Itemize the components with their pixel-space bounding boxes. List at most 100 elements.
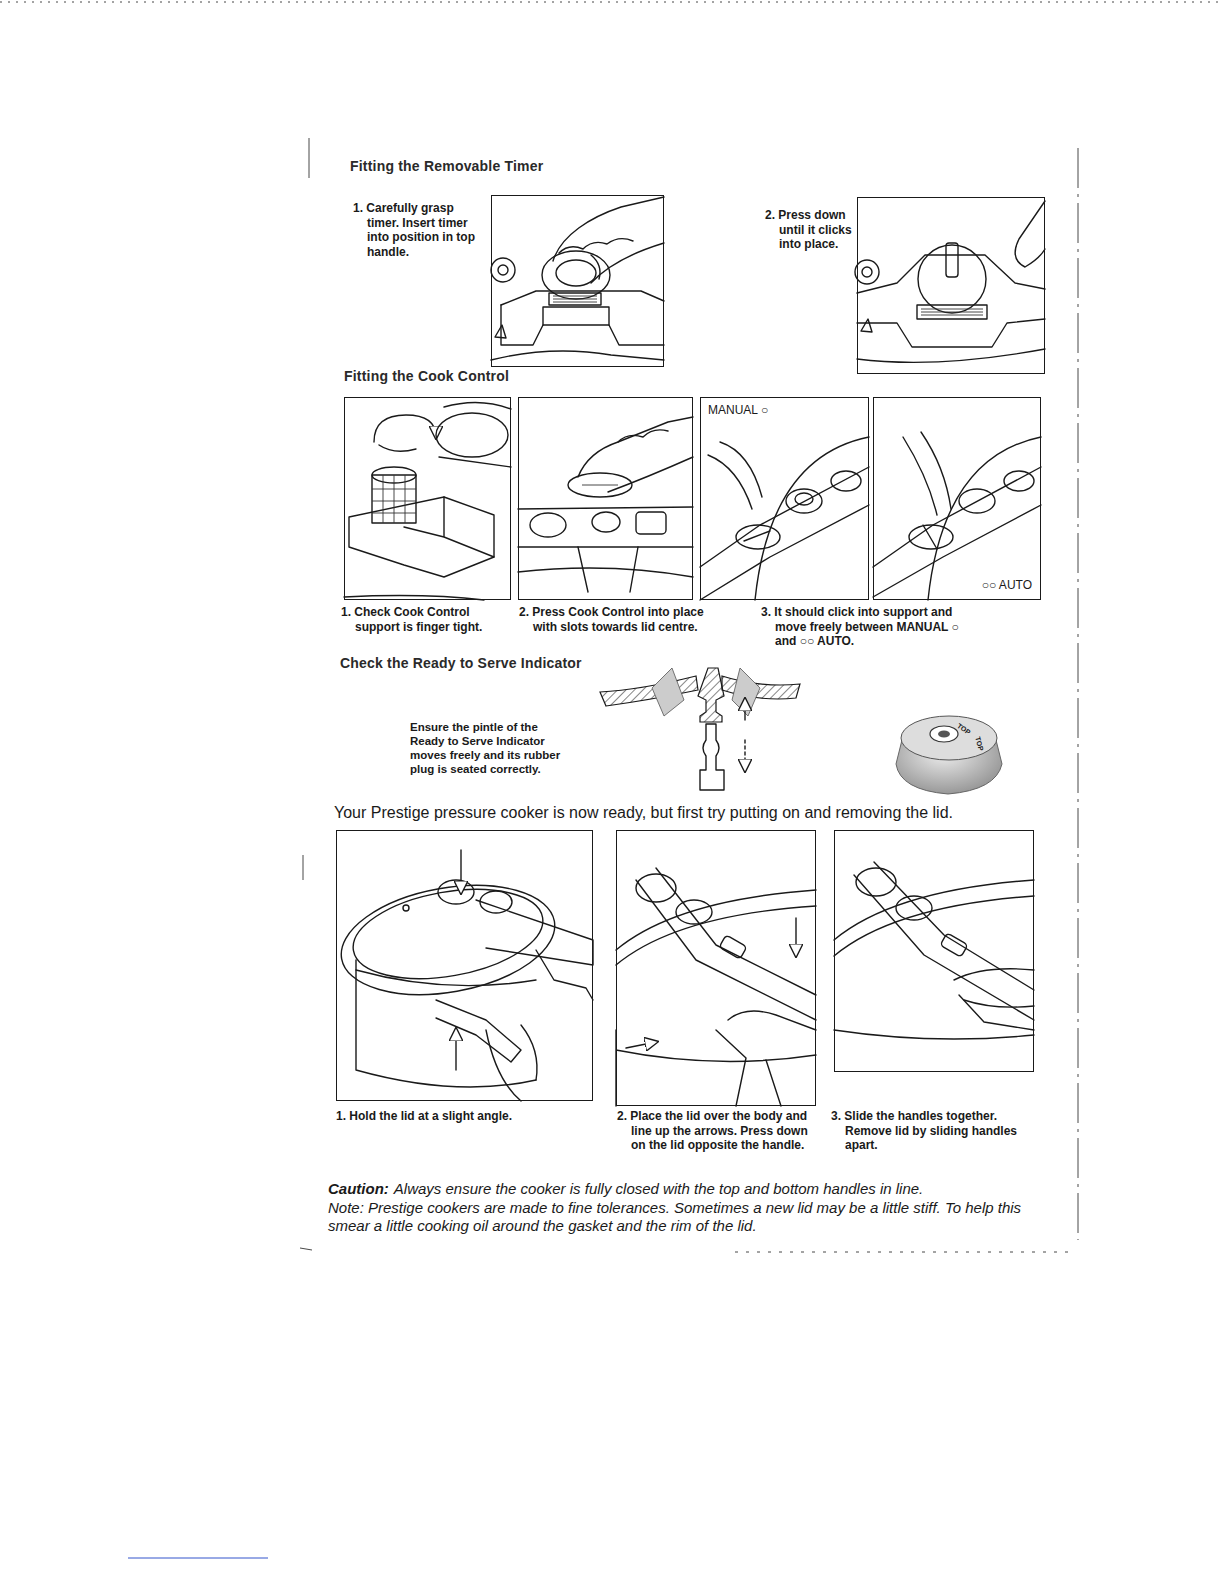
step-caption: 1. Carefully grasp timer. Insert timer i… xyxy=(353,201,487,260)
timer-insert-drawing-part xyxy=(491,351,664,360)
support-check-drawing-part xyxy=(404,497,494,557)
lid-angle-drawing-part xyxy=(346,876,550,992)
scan-marks-part xyxy=(1078,148,1079,1240)
timer-insert-drawing-part xyxy=(491,258,515,282)
timer-press-drawing-part xyxy=(921,309,983,315)
pintle-section-drawing-part xyxy=(652,668,684,716)
lid-angle-drawing xyxy=(333,850,593,1101)
dial-setting-label: MANUAL ○ xyxy=(706,403,770,418)
handles-slide-drawing-part xyxy=(834,1030,1034,1039)
manual-setting-panel: MANUAL ○3. It should click into support … xyxy=(700,397,869,600)
lid-place-drawing-part xyxy=(716,1030,781,1106)
caution-text: Always ensure the cooker is fully closed… xyxy=(394,1180,923,1198)
timer-insert-drawing xyxy=(491,197,664,360)
timer-insert-drawing-part xyxy=(591,243,664,283)
step-caption: 3. It should click into support and move… xyxy=(761,605,976,649)
lid-place-drawing-part xyxy=(676,900,712,924)
handles-slide-drawing-part xyxy=(959,995,1034,1030)
support-check-drawing-part xyxy=(349,497,494,577)
lid-place-drawing-part xyxy=(795,918,796,955)
handles-slide-drawing-part xyxy=(854,875,1034,1020)
lid-angle-drawing-part xyxy=(536,950,593,1000)
scan-marks-part xyxy=(300,1248,312,1250)
lid-angle-drawing-part xyxy=(486,1030,521,1101)
lid-angle-drawing-part xyxy=(438,880,474,904)
step-caption: 1. Hold the lid at a slight angle. xyxy=(336,1109,536,1124)
step-caption: 2. Press down until it clicks into place… xyxy=(765,208,857,252)
lid-place-drawing xyxy=(616,868,816,1106)
instruction-text: Ensure the pintle of the Ready to Serve … xyxy=(410,720,562,776)
manual-setting-drawing-part xyxy=(744,531,770,541)
support-check-drawing-part xyxy=(379,445,416,451)
timer-press-drawing xyxy=(855,201,1045,362)
handles-slide-drawing-part xyxy=(940,933,968,957)
timer-insert-drawing-part xyxy=(556,260,596,286)
timer-insert-drawing-part xyxy=(553,296,597,302)
timer-press-drawing-part xyxy=(857,349,1045,362)
note-text: Note: Prestige cookers are made to fine … xyxy=(328,1199,1043,1236)
scan-marks-part xyxy=(128,1558,268,1559)
timer-insert-drawing-part xyxy=(591,255,600,279)
lid-angle-drawing-part xyxy=(460,850,461,892)
section-heading: Fitting the Cook Control xyxy=(344,368,509,385)
lid-angle-drawing-part xyxy=(333,870,564,1010)
support-check-drawing-part xyxy=(436,413,508,457)
support-check-drawing-part xyxy=(372,475,416,523)
rubber-plug-drawing-part xyxy=(901,716,997,760)
lid-angle-drawing-part xyxy=(480,891,512,913)
section-heading: Check the Ready to Serve Indicator xyxy=(340,655,582,672)
timer-insert-drawing-part xyxy=(501,305,664,345)
manual-setting-drawing-part xyxy=(736,525,780,549)
handles-slide-drawing-part xyxy=(964,1000,1034,1007)
timer-insert-drawing-part xyxy=(495,325,506,338)
auto-setting-drawing-part xyxy=(909,525,953,549)
auto-setting-drawing-part xyxy=(923,525,937,549)
lid-angle-drawing-part xyxy=(356,970,536,986)
auto-setting-drawing-part xyxy=(959,489,995,513)
timer-insert-drawing-part xyxy=(542,251,610,299)
lid-angle-drawing-part xyxy=(403,905,409,911)
pintle-section-drawing-part xyxy=(600,676,698,706)
step-caption: 2. Press Cook Control into place with sl… xyxy=(519,605,729,634)
lid-angle-drawing-part xyxy=(476,900,593,965)
pintle-section-drawing-part xyxy=(744,700,745,720)
control-press-drawing-part xyxy=(578,417,693,477)
scan-marks-part xyxy=(303,855,304,880)
scan-marks-part xyxy=(0,2,1224,3)
auto-setting-drawing-part xyxy=(921,432,951,509)
manual-setting-drawing-part xyxy=(700,467,869,567)
pintle-section-drawing-part xyxy=(744,740,745,770)
support-check-drawing-part xyxy=(374,415,436,442)
timer-insert-drawing-part xyxy=(553,197,664,261)
lid-place-drawing-part xyxy=(728,1011,816,1030)
dial-setting-label: ○○ AUTO xyxy=(980,578,1034,593)
lid-place-drawing-part xyxy=(636,874,676,902)
caution-word: Caution: xyxy=(328,1180,389,1198)
timer-press-drawing-part xyxy=(857,319,1045,347)
manual-setting-drawing-part xyxy=(720,442,762,497)
step-caption: 2. Place the lid over the body and line … xyxy=(617,1109,822,1153)
control-press-panel: 2. Press Cook Control into place with sl… xyxy=(518,397,693,600)
lid-place-drawing-part xyxy=(719,935,747,959)
lid-angle-drawing-part xyxy=(455,1030,456,1070)
lid-place-drawing-part xyxy=(656,868,816,995)
auto-setting-drawing xyxy=(873,432,1041,600)
support-check-drawing-part xyxy=(372,475,416,523)
step-caption: 3. Slide the handles together. Remove li… xyxy=(831,1109,1041,1153)
timer-press-drawing-part xyxy=(918,245,986,313)
scan-marks-part xyxy=(309,138,310,178)
section-heading: Fitting the Removable Timer xyxy=(350,158,543,175)
handles-slide-drawing-part xyxy=(874,862,1034,990)
plug-marking: TOP xyxy=(955,722,972,737)
lid-place-drawing-part xyxy=(616,906,816,965)
handles-slide-drawing-part xyxy=(896,896,932,920)
lid-angle-drawing-part xyxy=(356,960,536,1087)
auto-setting-drawing-part xyxy=(873,467,1041,567)
support-check-drawing-part xyxy=(439,457,511,467)
rubber-plug-drawing xyxy=(896,716,1002,794)
control-press-drawing-part xyxy=(636,512,666,534)
control-press-drawing-part xyxy=(518,507,693,509)
